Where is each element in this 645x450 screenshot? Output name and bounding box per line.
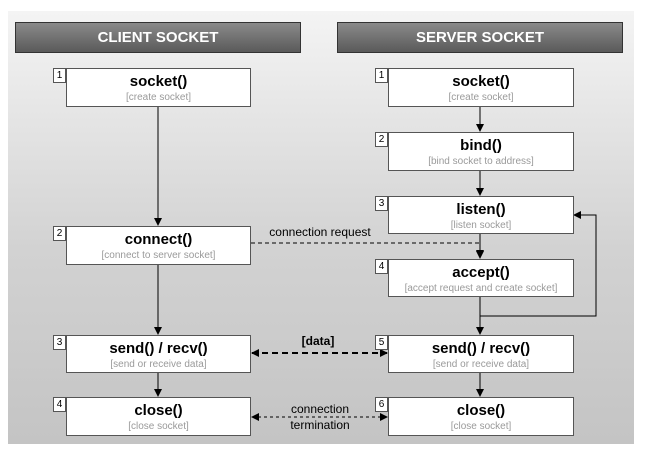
client-send-recv-box: send() / recv() [send or receive data] [66, 335, 251, 373]
server-listen-description: [listen socket] [450, 220, 512, 231]
server-accept-box: accept() [accept request and create sock… [388, 259, 574, 297]
server-listen-box: listen() [listen socket] [388, 196, 574, 234]
client-step-number: 2 [53, 226, 66, 241]
server-send-recv-description: [send or receive data] [432, 359, 530, 370]
server-step-number: 1 [375, 68, 388, 83]
server-bind-function: bind() [460, 137, 502, 154]
client-connect-description: [connect to server socket] [101, 250, 216, 261]
server-listen-function: listen() [456, 201, 506, 218]
client-send-recv-description: [send or receive data] [110, 359, 207, 370]
server-step-number: 2 [375, 132, 388, 147]
server-step-number: 5 [375, 335, 388, 350]
termination-label-line2: termination [290, 418, 350, 432]
client-close-box: close() [close socket] [66, 397, 251, 436]
server-accept-description: [accept request and create socket] [404, 283, 558, 294]
server-close-box: close() [close socket] [388, 397, 574, 436]
server-step-number: 3 [375, 196, 388, 211]
connection-request-arrow [251, 242, 484, 258]
server-send-recv-function: send() / recv() [431, 340, 531, 357]
client-close-function: close() [134, 402, 183, 419]
client-connect-function: connect() [124, 231, 193, 248]
server-send-recv-box: send() / recv() [send or receive data] [388, 335, 574, 373]
server-step-number: 4 [375, 259, 388, 274]
server-close-description: [close socket] [450, 421, 512, 432]
server-bind-description: [bind socket to address] [428, 156, 534, 167]
server-step-number: 6 [375, 397, 388, 412]
client-step-number: 3 [53, 335, 66, 350]
server-bind-box: bind() [bind socket to address] [388, 132, 574, 171]
data-label: [data] [301, 334, 335, 348]
client-connect-box: connect() [connect to server socket] [66, 226, 251, 265]
termination-label-line1: connection [290, 402, 350, 416]
client-close-description: [close socket] [128, 421, 189, 432]
server-close-function: close() [456, 402, 506, 419]
server-accept-function: accept() [452, 264, 510, 281]
client-socket-function: socket() [129, 73, 188, 90]
client-socket-box: socket() [create socket] [66, 68, 251, 107]
client-step-number: 1 [53, 68, 66, 83]
client-socket-description: [create socket] [125, 92, 192, 103]
client-step-number: 4 [53, 397, 66, 412]
server-loop-back-to-listen [480, 211, 597, 317]
server-socket-box: socket() [create socket] [388, 68, 574, 107]
connection-request-label: connection request [269, 225, 371, 239]
server-socket-header: SERVER SOCKET [337, 22, 623, 53]
client-send-recv-function: send() / recv() [109, 340, 208, 357]
client-socket-header: CLIENT SOCKET [15, 22, 301, 53]
server-socket-function: socket() [452, 73, 510, 90]
server-socket-description: [create socket] [448, 92, 514, 103]
